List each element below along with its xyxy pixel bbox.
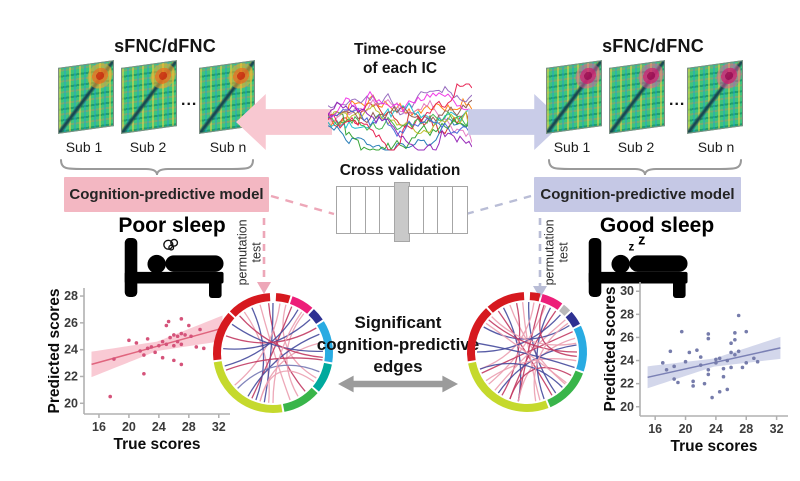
- left-model-banner-label: Cognition-predictive model: [69, 186, 264, 203]
- permutation-arrow-right-head: [533, 286, 547, 298]
- matrix-ellipsis-right: ...: [669, 92, 686, 109]
- left-sub2-label: Sub 2: [129, 139, 167, 155]
- svg-text:24: 24: [620, 354, 634, 368]
- restless-scribble-icon: [163, 238, 179, 251]
- svg-text:28: 28: [64, 289, 78, 303]
- svg-text:True scores: True scores: [670, 438, 757, 455]
- connectogram-left: [213, 293, 333, 413]
- svg-text:22: 22: [620, 377, 634, 391]
- right-subn-label: Sub n: [697, 139, 735, 155]
- good-sleep-bed-icon: z z: [588, 236, 688, 298]
- svg-text:24: 24: [152, 420, 166, 434]
- permutation-arrow-left-head: [257, 282, 271, 294]
- left-subn-label: Sub n: [209, 139, 247, 155]
- svg-text:20: 20: [122, 420, 136, 434]
- svg-text:30: 30: [620, 284, 634, 298]
- svg-text:20: 20: [64, 396, 78, 410]
- left-model-banner: Cognition-predictive model: [64, 177, 269, 212]
- poor-sleep-bed-icon: [124, 237, 224, 298]
- cross-validation-title: Cross validation: [339, 162, 461, 179]
- ic-timecourse-traces: [328, 83, 472, 151]
- fnc-matrix-right-1: [546, 60, 602, 134]
- left-panel-title: sFNC/dFNC: [114, 36, 216, 56]
- svg-text:20: 20: [620, 400, 634, 414]
- fnc-matrix-left-2: [121, 60, 177, 134]
- svg-text:True scores: True scores: [113, 436, 200, 453]
- edges-caption: Significant cognition-predictive edges: [316, 313, 480, 376]
- right-model-banner: Cognition-predictive model: [534, 177, 741, 212]
- fnc-matrix-right-3: [687, 60, 743, 134]
- right-model-banner-label: Cognition-predictive model: [540, 186, 735, 203]
- right-sub1-label: Sub 1: [553, 139, 591, 155]
- matrix-ellipsis-left: ...: [181, 92, 198, 109]
- svg-text:16: 16: [92, 420, 106, 434]
- left-condition-label: Poor sleep: [118, 214, 226, 237]
- dashed-line-right-to-cv: [465, 194, 532, 216]
- left-sub1-label: Sub 1: [65, 139, 103, 155]
- permutation-test-label-right: permutation test: [542, 219, 571, 286]
- svg-text:Predicted scores: Predicted scores: [604, 287, 619, 412]
- brace-right: [548, 159, 742, 176]
- cv-fold-train: [451, 186, 468, 234]
- permutation-test-label-left: permutation test: [235, 219, 264, 286]
- svg-text:16: 16: [648, 422, 662, 436]
- svg-text:26: 26: [620, 330, 634, 344]
- right-panel-title: sFNC/dFNC: [602, 36, 704, 56]
- svg-text:32: 32: [212, 420, 226, 434]
- right-sub2-label: Sub 2: [617, 139, 655, 155]
- sleep-z-small: z: [628, 241, 634, 254]
- brace-left: [60, 159, 254, 176]
- svg-text:28: 28: [620, 307, 634, 321]
- svg-text:Predicted scores: Predicted scores: [48, 289, 63, 414]
- timecourse-title: Time-course of each IC: [354, 41, 446, 78]
- fnc-matrix-right-2: [609, 60, 665, 134]
- svg-text:24: 24: [64, 343, 78, 357]
- fnc-matrix-left-1: [58, 60, 114, 134]
- svg-text:28: 28: [182, 420, 196, 434]
- svg-text:32: 32: [770, 422, 784, 436]
- svg-text:22: 22: [64, 369, 78, 383]
- dashed-line-left-to-cv: [270, 194, 335, 216]
- svg-text:26: 26: [64, 316, 78, 330]
- svg-text:20: 20: [679, 422, 693, 436]
- connectogram-right: [467, 292, 587, 412]
- cross-validation-folds: [335, 182, 468, 242]
- sleep-z-large: z: [638, 236, 645, 249]
- right-condition-label: Good sleep: [599, 214, 715, 237]
- svg-text:24: 24: [709, 422, 723, 436]
- svg-text:28: 28: [739, 422, 753, 436]
